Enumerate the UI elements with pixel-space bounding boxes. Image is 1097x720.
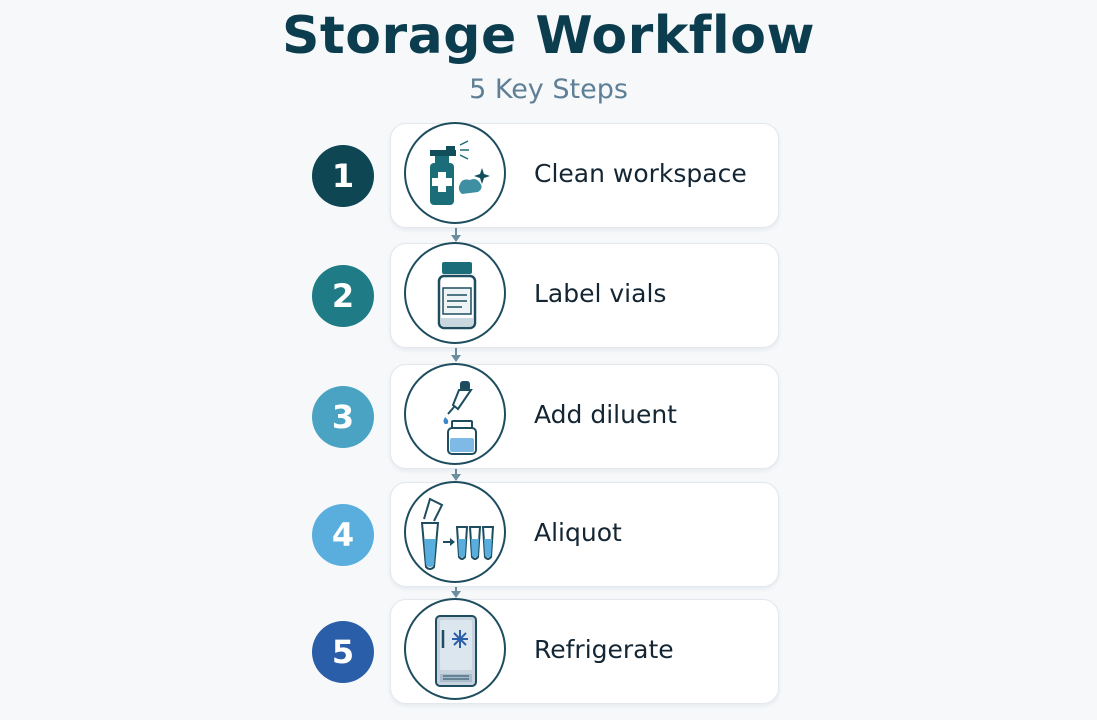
aliquot-tubes-icon: [404, 481, 506, 583]
page-title: Storage Workflow: [281, 6, 816, 66]
step-4: 4 Aliquot: [0, 480, 1097, 588]
step-5: 5 Refrigerate: [0, 597, 1097, 705]
connector-arrow-2: [451, 355, 461, 362]
spray-bottle-cloth-icon: [404, 122, 506, 224]
step-label: Label vials: [534, 279, 667, 308]
labeled-vial-icon: [404, 242, 506, 344]
step-number-badge: 5: [312, 621, 374, 683]
connector-arrow-4: [451, 591, 461, 598]
connector-line-3: [455, 465, 457, 475]
step-number-badge: 2: [312, 265, 374, 327]
step-number-badge: 3: [312, 386, 374, 448]
step-label: Clean workspace: [534, 159, 747, 188]
step-number-badge: 4: [312, 504, 374, 566]
step-label: Add diluent: [534, 400, 677, 429]
step-3: 3 Add diluent: [0, 362, 1097, 470]
step-2: 2 Label vials: [0, 241, 1097, 349]
connector-line-2: [455, 345, 457, 356]
connector-arrow-1: [451, 235, 461, 242]
connector-line-1: [455, 226, 457, 235]
page-subtitle: 5 Key Steps: [469, 74, 628, 105]
step-1: 1 Clean workspace: [0, 121, 1097, 229]
step-label: Aliquot: [534, 518, 622, 547]
connector-line-4: [455, 584, 457, 592]
dropper-vial-icon: [404, 363, 506, 465]
refrigerator-icon: [404, 598, 506, 700]
step-number-badge: 1: [312, 145, 374, 207]
connector-arrow-3: [451, 474, 461, 481]
step-label: Refrigerate: [534, 635, 674, 664]
